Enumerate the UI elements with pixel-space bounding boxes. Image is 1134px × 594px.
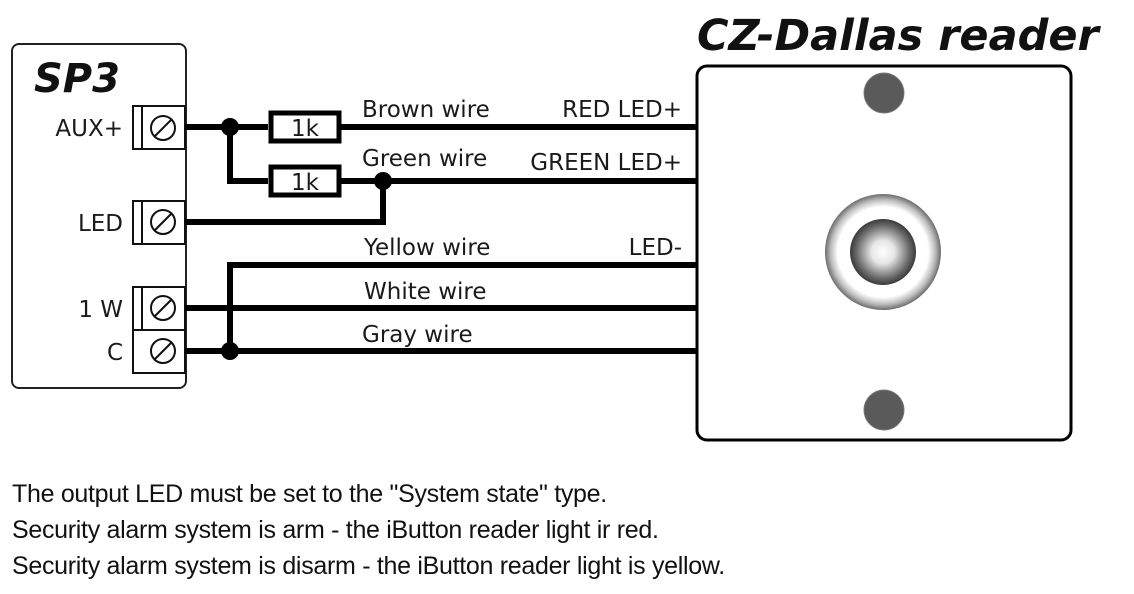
screw-icon	[150, 115, 176, 141]
terminal-label-c: C	[107, 340, 123, 366]
resistor-2: 1k	[268, 164, 342, 198]
wire-branch	[227, 127, 268, 184]
terminal-label-led: LED	[78, 211, 123, 237]
terminal-label-aux: AUX+	[55, 116, 123, 142]
reader-title: CZ-Dallas reader	[697, 11, 1102, 61]
terminal-1w: 1 W	[78, 286, 186, 373]
note-line: Security alarm system is disarm - the iB…	[12, 552, 725, 580]
terminal-label-1w: 1 W	[78, 297, 123, 323]
mounting-screw-icon	[863, 72, 905, 114]
wire-label-green: Green wire	[362, 146, 487, 172]
screw-icon	[150, 295, 176, 321]
pin-label-green-led: GREEN LED+	[530, 150, 682, 176]
wire-label-gray: Gray wire	[362, 322, 473, 348]
resistor-label: 1k	[291, 170, 320, 196]
wire-yellow	[227, 262, 697, 351]
notes: The output LED must be set to the "Syste…	[12, 476, 725, 584]
mounting-screw-icon	[863, 389, 905, 431]
wire-led	[185, 181, 386, 225]
pin-label-red-led: RED LED+	[562, 97, 682, 123]
pin-label-led-minus: LED-	[629, 235, 682, 261]
terminal-aux: AUX+	[55, 105, 186, 150]
wire-label-yellow: Yellow wire	[363, 235, 490, 261]
screw-icon	[150, 209, 176, 235]
wire-label-white: White wire	[364, 279, 487, 305]
screw-icon	[150, 338, 176, 364]
cz-dallas-reader	[695, 64, 1073, 442]
wiring-diagram: SP3 AUX+ LED 1 W	[11, 11, 1102, 442]
wires	[185, 124, 697, 354]
ibutton-contact-icon	[850, 219, 916, 285]
note-line: The output LED must be set to the "Syste…	[12, 480, 607, 508]
sp3-title: SP3	[34, 56, 120, 102]
junction-dot	[221, 342, 239, 360]
wire-label-brown: Brown wire	[362, 97, 490, 123]
terminal-c: C	[107, 329, 186, 374]
resistor-1: 1k	[268, 110, 342, 144]
resistor-label: 1k	[291, 116, 320, 142]
note-line: Security alarm system is arm - the iButt…	[12, 516, 659, 544]
terminal-led: LED	[78, 200, 186, 245]
sp3-controller: SP3 AUX+ LED 1 W	[11, 43, 187, 389]
junction-dot	[374, 172, 392, 190]
junction-dot	[221, 118, 239, 136]
